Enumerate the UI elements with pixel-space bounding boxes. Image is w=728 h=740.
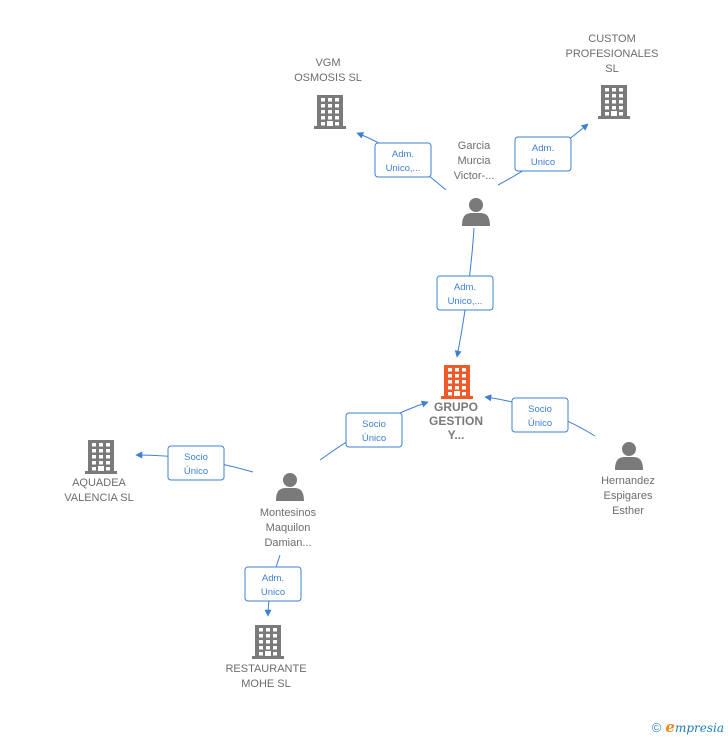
building-icon[interactable] [314, 95, 346, 129]
company-node-aquadea[interactable]: AQUADEA VALENCIA SL [64, 440, 134, 504]
node-label-custom-line3: SL [605, 63, 618, 75]
edge-label-text: Único [362, 433, 386, 444]
node-label-vgm-line2: OSMOSIS SL [294, 72, 362, 84]
footer: © empresia [652, 718, 724, 736]
edge-label-text: Unico,... [386, 163, 421, 174]
edge-label-box[interactable] [514, 136, 572, 172]
edge-label-text: Único [184, 466, 208, 477]
building-icon[interactable] [252, 625, 284, 659]
edge-label-box[interactable] [345, 412, 403, 448]
edge-label-text: Socio [528, 404, 552, 415]
edge-label-text: Socio [362, 419, 386, 430]
edge-label-text: Unico [261, 587, 285, 598]
person-icon[interactable] [615, 442, 643, 470]
person-node-garcia[interactable]: GarciaMurciaVictor-... [454, 140, 495, 226]
building-icon[interactable] [85, 440, 117, 474]
person-node-montesinos[interactable]: MontesinosMaquilonDamian... [260, 473, 317, 549]
node-label-garcia-line2: Murcia [457, 155, 491, 167]
brand-logo[interactable]: empresia [665, 718, 724, 736]
company-node-custom[interactable]: CUSTOM PROFESIONALES SL [566, 33, 659, 119]
person-icon[interactable] [462, 198, 490, 226]
node-label-montesinos-line3: Damian... [264, 537, 311, 549]
node-label-montesinos-line2: Maquilon [266, 522, 311, 534]
node-label-grupo-line2: GESTION [429, 414, 483, 428]
node-label-garcia-line3: Victor-... [454, 170, 495, 182]
node-label-montesinos-line1: Montesinos [260, 507, 317, 519]
brand-name: mpresia [674, 721, 724, 735]
edge-label-text: Adm. [262, 573, 284, 584]
brand-initial: e [665, 718, 675, 736]
main-building-icon[interactable] [441, 365, 473, 399]
node-label-restaurante-line2: MOHE SL [241, 678, 291, 690]
edge-label-box[interactable] [244, 566, 302, 602]
edge-label-text: Adm. [392, 149, 414, 160]
node-label-hernandez-line1: Hernandez [601, 475, 655, 487]
node-label-aquadea-line2: VALENCIA SL [64, 492, 134, 504]
company-node-vgm[interactable]: VGM OSMOSIS SL [294, 57, 362, 129]
company-node-grupo[interactable]: GRUPOGESTIONY... [429, 365, 483, 442]
edge-label-garcia-grupo[interactable]: Adm. Unico,... [436, 275, 494, 311]
node-label-garcia-line1: Garcia [458, 140, 491, 152]
edge-label-montesinos-restaurante[interactable]: Adm. Unico [244, 566, 302, 602]
edge-label-box[interactable] [374, 142, 432, 178]
edge-label-text: Unico,... [448, 296, 483, 307]
person-icon[interactable] [276, 473, 304, 501]
edge-label-text: Único [528, 418, 552, 429]
edge-label-text: Adm. [454, 282, 476, 293]
node-label-vgm-line1: VGM [315, 57, 340, 69]
building-icon[interactable] [598, 85, 630, 119]
node-label-hernandez-line3: Esther [612, 505, 644, 517]
edge-label-text: Unico [531, 157, 555, 168]
node-label-grupo-line3: Y... [448, 428, 465, 442]
edge-label-box[interactable] [167, 445, 225, 481]
edge-label-garcia-vgm[interactable]: Adm. Unico,... [374, 142, 432, 178]
edge-label-text: Socio [184, 452, 208, 463]
node-label-aquadea-line1: AQUADEA [72, 477, 126, 489]
node-label-hernandez-line2: Espigares [604, 490, 653, 502]
edge-label-box[interactable] [436, 275, 494, 311]
edge-label-box[interactable] [511, 397, 569, 433]
edge-label-text: Adm. [532, 143, 554, 154]
company-node-restaurante[interactable]: RESTAURANTE MOHE SL [225, 625, 307, 690]
node-label-custom-line2: PROFESIONALES [566, 48, 659, 60]
copyright-symbol: © [651, 719, 662, 735]
edge-label-garcia-custom[interactable]: Adm. Unico [514, 136, 572, 172]
node-label-restaurante-line1: RESTAURANTE [225, 663, 306, 675]
node-label-grupo-line1: GRUPO [434, 400, 478, 414]
node-label-custom-line1: CUSTOM [588, 33, 635, 45]
